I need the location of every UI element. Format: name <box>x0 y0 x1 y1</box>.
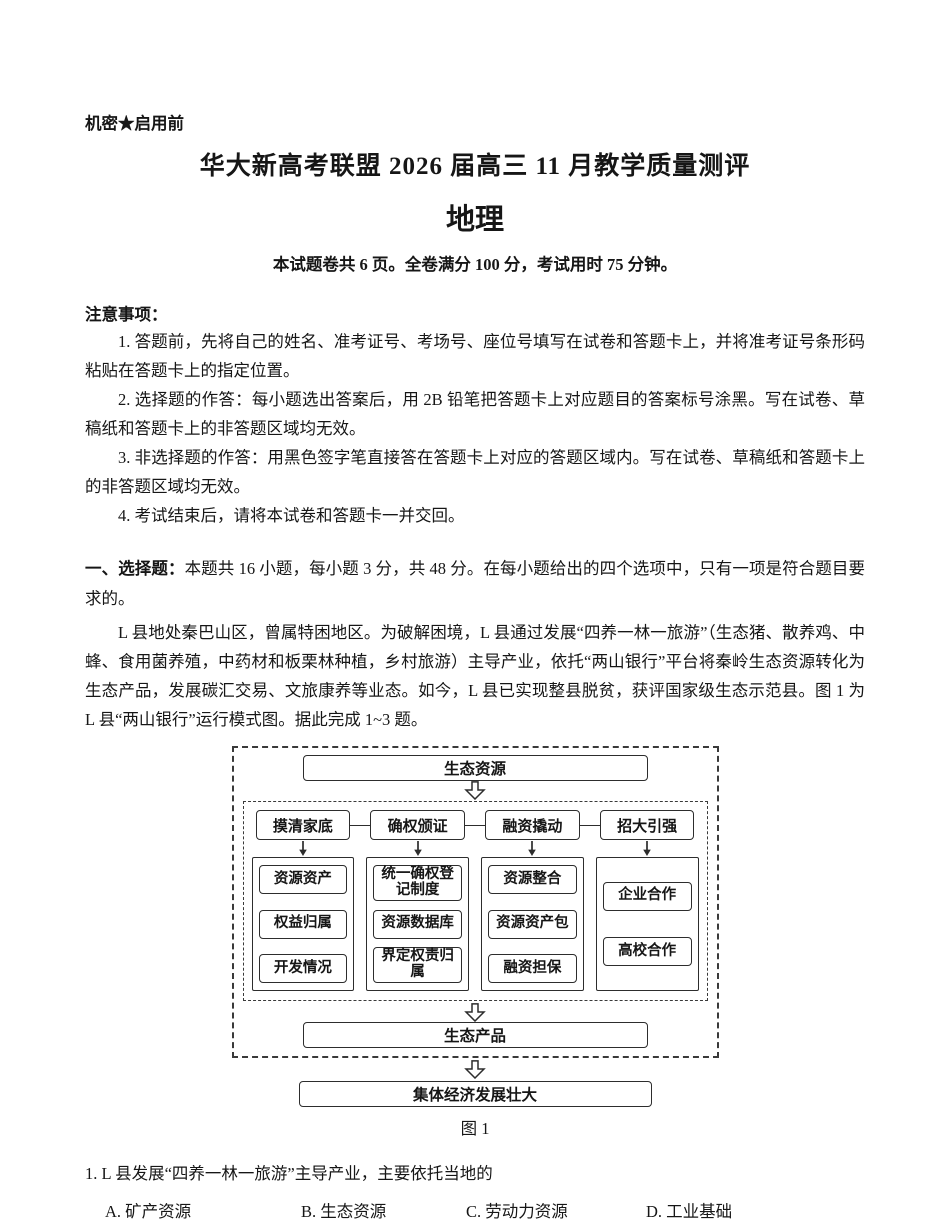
flow-column-2: 确权颁证 统一确权登记制度 资源数据库 界定权责归属 <box>366 810 469 991</box>
option-b: B. 生态资源 <box>301 1202 387 1221</box>
thin-down-arrow-icon <box>528 841 537 856</box>
thin-down-arrow-icon <box>299 841 307 856</box>
notice-item-1: 1. 答题前，先将自己的姓名、准考证号、考场号、座位号填写在试卷和答题卡上，并将… <box>85 332 865 380</box>
flow-item: 资源资产包 <box>488 909 577 939</box>
flow-item: 界定权责归属 <box>373 947 462 983</box>
notice-item-3: 3. 非选择题的作答：用黑色签字笔直接答在答题卡上对应的答题区域内。写在试卷、草… <box>85 448 865 496</box>
flow-column-4: 招大引强 企业合作 高校合作 <box>595 810 699 991</box>
section-description: 本题共 16 小题，每小题 3 分，共 48 分。在每小题给出的四个选项中，只有… <box>85 559 865 608</box>
flow-item: 资源资产 <box>258 865 348 894</box>
flow-subbox-1: 资源资产 权益归属 开发情况 <box>251 857 355 991</box>
flow-subbox-3: 资源整合 资源资产包 融资担保 <box>481 857 584 991</box>
flow-outer-box: 生态资源 摸清家底 资源资产 权益归属 开发情况 <box>231 746 719 1058</box>
thin-down-arrow-icon <box>643 841 651 856</box>
flow-header-attract: 招大引强 <box>599 810 695 840</box>
flow-header-assess: 摸清家底 <box>255 810 351 840</box>
flow-item: 高校合作 <box>602 937 692 967</box>
thin-down-arrow-icon <box>413 841 422 856</box>
flow-subbox-2: 统一确权登记制度 资源数据库 界定权责归属 <box>366 857 469 991</box>
flow-node-collective-economy: 集体经济发展壮大 <box>298 1081 652 1107</box>
flow-node-eco-resources: 生态资源 <box>302 755 648 781</box>
flow-column-1: 摸清家底 资源资产 权益归属 开发情况 <box>251 810 355 991</box>
flow-column-3: 融资撬动 资源整合 资源资产包 融资担保 <box>481 810 584 991</box>
notice-item-2: 2. 选择题的作答：每小题选出答案后，用 2B 铅笔把答题卡上对应题目的答案标号… <box>85 390 865 438</box>
flow-item: 统一确权登记制度 <box>373 865 462 901</box>
question-1: 1. L 县发展“四养一林一旅游”主导产业，主要依托当地的 <box>85 1164 493 1183</box>
flow-subbox-4: 企业合作 高校合作 <box>595 857 699 991</box>
hollow-down-arrow-icon <box>464 781 486 800</box>
question-group-intro: L 县地处秦巴山区，曾属特困地区。为破解困境，L 县通过发展“四养一林一旅游”（… <box>85 623 865 729</box>
flow-header-confirm-rights: 确权颁证 <box>370 810 465 840</box>
flow-item: 融资担保 <box>488 954 577 983</box>
hollow-down-arrow-icon <box>464 1060 486 1079</box>
flow-node-eco-products: 生态产品 <box>302 1022 648 1048</box>
option-c: C. 劳动力资源 <box>466 1202 568 1221</box>
section-heading: 一、选择题：本题共 16 小题，每小题 3 分，共 48 分。在每小题给出的四个… <box>85 554 865 613</box>
subject-title: 地理 <box>445 204 504 236</box>
flow-header-financing: 融资撬动 <box>485 810 580 840</box>
classification-label: 机密★启用前 <box>85 115 184 133</box>
figure-1: 生态资源 摸清家底 资源资产 权益归属 开发情况 <box>85 746 865 1139</box>
flow-diagram: 生态资源 摸清家底 资源资产 权益归属 开发情况 <box>231 746 719 1107</box>
exam-title: 华大新高考联盟 2026 届高三 11 月教学质量测评 <box>199 153 751 180</box>
exam-info-line: 本试题卷共 6 页。全卷满分 100 分，考试用时 75 分钟。 <box>272 255 678 274</box>
flow-item: 企业合作 <box>602 881 692 911</box>
section-label: 一、选择题： <box>85 560 185 578</box>
option-a: A. 矿产资源 <box>105 1202 192 1221</box>
question-1-options: A. 矿产资源 B. 生态资源 C. 劳动力资源 D. 工业基础 <box>85 1197 865 1222</box>
flow-item: 权益归属 <box>258 909 348 939</box>
hollow-down-arrow-icon <box>464 1003 486 1022</box>
flow-inner-box: 摸清家底 资源资产 权益归属 开发情况 确权颁证 <box>242 801 708 1001</box>
flow-item: 资源数据库 <box>373 909 462 939</box>
flow-item: 资源整合 <box>488 865 577 894</box>
notice-section: 注意事项： 1. 答题前，先将自己的姓名、准考证号、考场号、座位号填写在试卷和答… <box>85 301 865 530</box>
notice-item-4: 4. 考试结束后，请将本试卷和答题卡一并交回。 <box>118 506 465 525</box>
notice-heading: 注意事项： <box>85 306 168 324</box>
figure-caption: 图 1 <box>460 1119 490 1138</box>
option-d: D. 工业基础 <box>646 1202 733 1221</box>
flow-item: 开发情况 <box>258 954 348 983</box>
